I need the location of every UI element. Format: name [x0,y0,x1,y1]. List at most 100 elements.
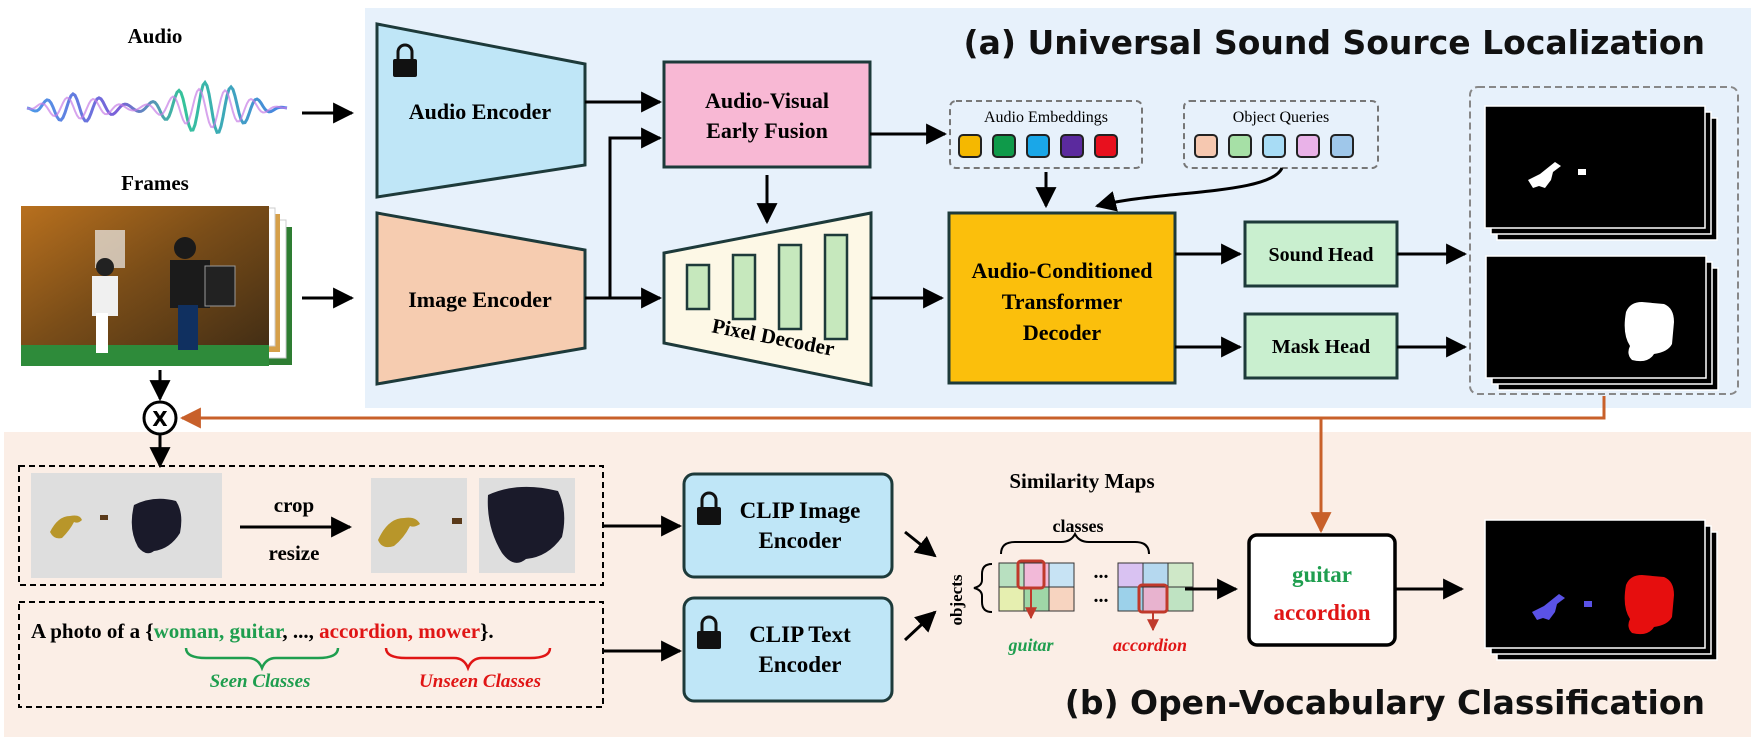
prompt-unseen: accordion, mower [319,619,480,643]
grid-ellipsis-2: ... [1094,585,1109,607]
final-mask-guitar [1532,594,1565,620]
result-accordion: accordion [1273,600,1370,625]
audio-encoder: Audio Encoder [375,22,587,199]
early-fusion-label-1: Audio-Visual [705,88,829,113]
crop-box: crop resize [18,465,604,586]
sound-mask-guitar [1528,162,1561,188]
mask-accordion [1624,302,1674,362]
text-prompt: A photo of a {woman, guitar, ..., accord… [31,619,494,643]
arrow-masks-feedback [179,396,1606,429]
crop-accordion-thumb [131,498,182,554]
unseen-classes-caption: Unseen Classes [419,671,541,692]
objects-brace [973,563,993,613]
image-encoder-label: Image Encoder [408,287,552,312]
cropped-guitar [371,478,467,573]
clip-image-label-2: Encoder [758,528,841,553]
object-query-cell-3 [1262,134,1286,158]
label-guitar: guitar [1007,635,1054,655]
similarity-cell [1117,562,1144,588]
similarity-cell [1048,562,1075,588]
result-guitar: guitar [1292,562,1352,587]
prompt-seen: woman, guitar [154,619,284,643]
prompt-box: A photo of a {woman, guitar, ..., accord… [18,601,604,708]
final-mask-accordion [1624,575,1674,635]
resize-label: resize [269,541,320,565]
early-fusion-block: Audio-Visual Early Fusion [662,60,872,169]
similarity-cell [998,562,1025,588]
object-queries: Object Queries [1183,100,1379,169]
sound-head: Sound Head [1243,220,1399,288]
output-masks [1469,86,1739,395]
multiply-symbol: X [152,407,168,431]
audio-embeddings-label: Audio Embeddings [984,109,1108,126]
audio-waveform-shadow [26,87,287,129]
objects-label: objects [947,574,966,625]
similarity-cell [1167,562,1194,588]
similarity-cell [1023,586,1050,612]
audio-label: Audio [128,24,183,48]
early-fusion-label-2: Early Fusion [706,118,828,143]
seen-brace [184,647,340,672]
prompt-middle: , ..., [282,619,319,643]
audio-embeddings: Audio Embeddings [949,100,1143,169]
similarity-cell [1142,562,1169,588]
seen-classes-caption: Seen Classes [210,671,311,692]
arrow-image-to-fusion [608,127,663,298]
similarity-cell [1142,586,1169,612]
crop-label: crop [274,493,314,517]
similarity-cell [1167,586,1194,612]
multiply-node: X [142,400,178,436]
lock-icon [697,615,721,649]
audio-embedding-cell-2 [992,134,1016,158]
arrow-clip-image-to-sim [904,530,937,558]
grid-ellipsis-1: ... [1094,561,1109,583]
object-query-cell-4 [1296,134,1320,158]
unseen-brace [384,647,552,672]
audio-embedding-cell-5 [1094,134,1118,158]
mask-head: Mask Head [1243,312,1399,380]
similarity-grid-left [998,562,1075,612]
transformer-label-3: Decoder [1023,320,1101,345]
object-query-cell-2 [1228,134,1252,158]
clip-text-label-2: Encoder [758,652,841,677]
similarity-maps: Similarity Maps classes objects ... ... … [947,469,1194,655]
audio-embedding-cell-3 [1026,134,1050,158]
section-a-title: (a) Universal Sound Source Localization [964,23,1705,62]
similarity-title: Similarity Maps [1009,469,1154,493]
sound-head-label: Sound Head [1268,244,1373,266]
crop-guitar-thumb [50,515,82,539]
label-accordion: accordion [1113,635,1187,655]
prompt-prefix: A photo of a { [31,619,154,643]
classification-result: guitar accordion [1247,533,1397,647]
section-b-title: (b) Open-Vocabulary Classification [1065,683,1705,722]
transformer-label-1: Audio-Conditioned [972,258,1153,283]
similarity-grid-right [1117,562,1194,612]
object-query-cell-5 [1330,134,1354,158]
arrow-clip-text-to-sim [903,610,937,642]
lock-icon [393,43,417,77]
clip-text-label-1: CLIP Text [749,622,851,647]
prompt-suffix: }. [480,619,494,643]
clip-text-encoder: CLIP Text Encoder [682,596,894,703]
object-query-cell-1 [1194,134,1218,158]
final-masks [1484,519,1718,661]
classes-brace [1000,531,1150,555]
image-encoder: Image Encoder [375,211,587,386]
mask-head-label: Mask Head [1272,336,1370,358]
audio-embedding-cell-1 [958,134,982,158]
audio-encoder-label: Audio Encoder [409,99,552,124]
pixel-decoder: Pixel Decoder [662,211,873,387]
transformer-decoder: Audio-Conditioned Transformer Decoder [947,211,1177,385]
audio-embedding-cell-4 [1060,134,1084,158]
video-frames-stack [21,206,292,366]
arrow-queries-to-transformer [1094,167,1284,212]
transformer-label-2: Transformer [1002,289,1123,314]
clip-image-label-1: CLIP Image [740,498,861,523]
similarity-cell [998,586,1025,612]
audio-waveform [26,79,288,134]
object-queries-label: Object Queries [1233,109,1329,126]
classes-label: classes [1053,516,1104,536]
lock-icon [697,491,721,525]
